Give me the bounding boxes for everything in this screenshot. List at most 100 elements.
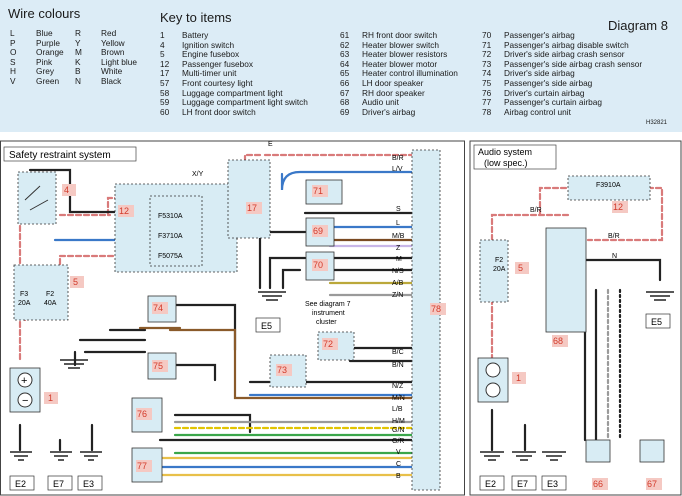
audio-label-n: N bbox=[612, 253, 617, 260]
row-code: 59 bbox=[160, 97, 170, 108]
right-section-frame bbox=[469, 140, 682, 496]
ground-e2-box bbox=[9, 475, 35, 491]
reference-code: H32821 bbox=[646, 120, 668, 126]
label-lb: L/B bbox=[392, 406, 403, 413]
row-name: Driver's airbag bbox=[362, 106, 416, 117]
ground-left-symbol bbox=[60, 359, 88, 369]
label-m: M bbox=[396, 256, 402, 263]
row-name: LH front door switch bbox=[182, 106, 256, 117]
item-71-label: 71 bbox=[313, 186, 323, 196]
label-mn: M/N bbox=[392, 395, 405, 402]
ground-e7-label: E7 bbox=[53, 479, 64, 489]
label-nz: N/Z bbox=[392, 383, 404, 390]
row-code: 1 bbox=[160, 30, 165, 40]
row-name: Pink bbox=[36, 56, 53, 67]
row-name: Passenger's curtain airbag bbox=[504, 97, 602, 108]
fuse-f3-rating: 20A bbox=[18, 300, 31, 307]
item-5-label: 5 bbox=[73, 277, 78, 287]
row-name: Orange bbox=[36, 47, 64, 58]
audio-unit-box bbox=[545, 227, 587, 333]
row-code: 76 bbox=[482, 87, 492, 98]
item-5-label-bg bbox=[70, 276, 84, 288]
audio-feed-to-fusebox bbox=[538, 186, 577, 217]
row-code: H bbox=[10, 66, 16, 77]
item-1-label-bg bbox=[44, 392, 58, 404]
wire-bc-bn bbox=[348, 346, 414, 363]
k3-row: 73 Passenger's side airbag crash sensor bbox=[482, 58, 643, 70]
item-75-label: 75 bbox=[153, 361, 163, 371]
item-17-label: 17 bbox=[247, 203, 257, 213]
wire-mn bbox=[138, 326, 414, 400]
fuse-right-f2-rating: 20A bbox=[493, 266, 506, 273]
label-br: B/R bbox=[392, 155, 404, 162]
wc2-row: R Red bbox=[75, 28, 137, 39]
ground-e7-box bbox=[47, 475, 73, 491]
rh-door-speaker-box bbox=[639, 439, 665, 463]
row-name: Black bbox=[101, 75, 122, 86]
row-name: RH front door switch bbox=[362, 30, 438, 40]
item-73-label-bg bbox=[276, 364, 292, 376]
audio-ground-e5-symbol bbox=[646, 291, 674, 301]
row-code: R bbox=[75, 28, 81, 38]
audio-ground-e2-symbol bbox=[480, 451, 504, 461]
item-1-label: 1 bbox=[48, 393, 53, 403]
battery-plus-sign: + bbox=[21, 375, 27, 387]
left-wires bbox=[18, 153, 414, 477]
item-12-right-label-bg bbox=[612, 201, 628, 213]
item-17-label-bg bbox=[246, 202, 262, 214]
left-section-title: Safety restraint system bbox=[9, 150, 111, 161]
row-name: Red bbox=[101, 28, 117, 38]
row-name: RH door speaker bbox=[362, 87, 425, 98]
audio-ground-e2-label: E2 bbox=[485, 479, 496, 489]
header-panel: Wire colours Key to items Diagram 8 H328… bbox=[0, 0, 682, 132]
multi-timer-box bbox=[227, 159, 271, 239]
ground-e3-label: E3 bbox=[83, 479, 94, 489]
label-lv: L/V bbox=[392, 166, 403, 173]
row-name: Passenger's airbag bbox=[504, 30, 575, 40]
wire-ignition-feed bbox=[58, 196, 130, 217]
label-l: L bbox=[396, 220, 400, 227]
row-code: L bbox=[10, 28, 15, 38]
row-code: 74 bbox=[482, 68, 492, 79]
audio-br-return bbox=[586, 186, 664, 242]
item-72-label: 72 bbox=[323, 339, 333, 349]
row-name: Purple bbox=[36, 37, 60, 48]
right-title-box bbox=[473, 144, 557, 170]
row-code: O bbox=[10, 47, 17, 58]
label-hm: H/M bbox=[392, 418, 405, 425]
item-12-right-label: 12 bbox=[613, 202, 623, 212]
row-name: Passenger's side airbag crash sensor bbox=[504, 58, 643, 69]
item-1-right-label-bg bbox=[512, 372, 526, 384]
row-code: 78 bbox=[482, 106, 492, 117]
row-name: Passenger's airbag disable switch bbox=[504, 39, 629, 50]
row-code: 71 bbox=[482, 39, 492, 50]
item-68-label-bg bbox=[552, 335, 568, 347]
row-name: Driver's side airbag crash sensor bbox=[504, 49, 625, 60]
item-71-label-bg bbox=[312, 185, 328, 197]
item-67-label-bg bbox=[646, 478, 662, 490]
row-code: 73 bbox=[482, 58, 492, 69]
row-name: Heater blower switch bbox=[362, 39, 440, 50]
label-bn: B/N bbox=[392, 362, 404, 369]
row-name: Brown bbox=[101, 47, 125, 58]
audio-battery-minus bbox=[485, 382, 501, 398]
right-components: F3910A 12 F2 20A 5 68 1 66 67 E5 bbox=[477, 175, 674, 491]
diagram-label: Diagram 8 bbox=[608, 18, 668, 33]
item-66-label: 66 bbox=[593, 479, 603, 489]
note-line-2: instrument bbox=[312, 310, 345, 317]
